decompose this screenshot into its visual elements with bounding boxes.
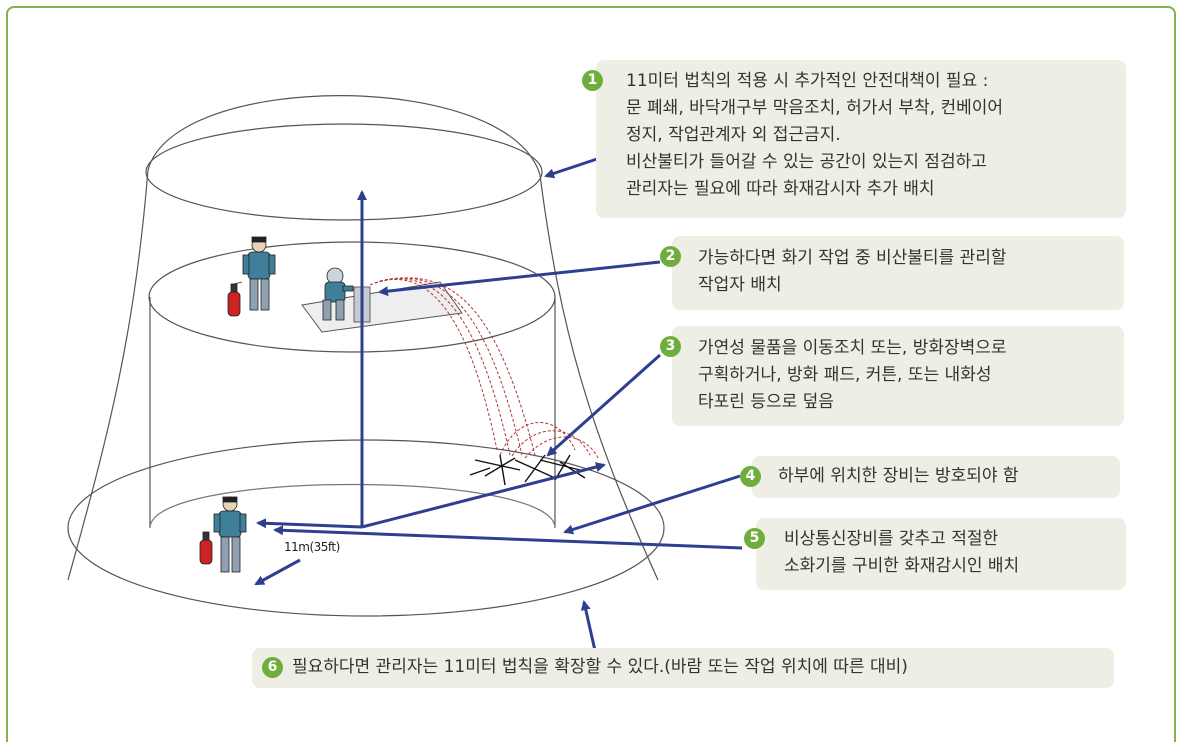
note-1-badge: 1 [582, 70, 603, 91]
note-6-badge: 6 [262, 657, 283, 678]
cylinder-inner-base [149, 483, 556, 529]
figure-frame [6, 6, 1176, 742]
note-5-line-2: 소화기를 구비한 화재감시인 배치 [784, 556, 1020, 576]
callout-arrow-3 [546, 353, 661, 457]
callout-arrow-5 [273, 525, 743, 550]
arrow-front-radius [254, 558, 301, 586]
spark-trajectories [369, 277, 599, 459]
note-3: 3 가연성 물품을 이동조치 또는, 방화장벽으로 구획하거나, 방화 패드, … [660, 326, 1124, 426]
note-5: 5 비상통신장비를 갖추고 적절한 소화기를 구비한 화재감시인 배치 [744, 518, 1126, 590]
note-1: 1 11미터 법칙의 적용 시 추가적인 안전대책이 필요 : 문 폐쇄, 바닥… [582, 60, 1126, 218]
dome-top-ring [145, 123, 543, 221]
callout-arrow-2 [378, 260, 661, 297]
callout-arrow-1 [544, 156, 601, 179]
note-1-line-4: 비산불티가 들어갈 수 있는 공간이 있는지 점검하고 [626, 152, 987, 172]
worker-standing-upper [242, 236, 276, 311]
dome-outline [67, 95, 659, 581]
note-6: 6 필요하다면 관리자는 11미터 법칙을 확장할 수 있다.(바람 또는 작업… [252, 648, 1114, 688]
callout-arrows [273, 156, 743, 656]
note-4: 4 하부에 위치한 장비는 방호되야 함 [740, 456, 1120, 498]
fire-extinguisher-upper [227, 281, 243, 317]
note-2-line-1: 가능하다면 화기 작업 중 비산불티를 관리할 [698, 248, 1007, 268]
ground-floor-ring [67, 439, 665, 617]
note-1-line-5: 관리자는 필요에 따라 화재감시자 추가 배치 [626, 179, 935, 199]
callout-arrow-4 [563, 474, 741, 535]
note-2-line-2: 작업자 배치 [698, 275, 782, 295]
note-1-line-1: 11미터 법칙의 적용 시 추가적인 안전대책이 필요 : [626, 71, 989, 91]
note-5-line-1: 비상통신장비를 갖추고 적절한 [784, 529, 999, 549]
radius-arrows [254, 190, 606, 586]
note-2-badge: 2 [660, 246, 681, 267]
note-2: 2 가능하다면 화기 작업 중 비산불티를 관리할 작업자 배치 [660, 236, 1124, 310]
safety-zone-envelope [67, 95, 665, 617]
note-3-line-1: 가연성 물품을 이동조치 또는, 방화장벽으로 [698, 338, 1007, 358]
distance-label: 11m(35ft) [284, 540, 340, 554]
note-5-badge: 5 [744, 528, 765, 549]
note-1-line-2: 문 폐쇄, 바닥개구부 막음조치, 허가서 부착, 컨베이어 [626, 98, 1004, 118]
note-3-line-2: 구획하거나, 방화 패드, 커튼, 또는 내화성 [698, 365, 992, 385]
note-6-line-1: 필요하다면 관리자는 11미터 법칙을 확장할 수 있다.(바람 또는 작업 위… [292, 657, 908, 677]
note-3-badge: 3 [660, 336, 681, 357]
fire-extinguisher-lower [199, 531, 213, 565]
note-1-line-3: 정지, 작업관계자 외 접근금지. [626, 125, 841, 145]
note-4-badge: 4 [740, 466, 761, 487]
arrow-left-radius [256, 518, 363, 529]
fire-watch-worker [213, 496, 247, 573]
welder-worker [322, 267, 354, 321]
note-4-line-1: 하부에 위치한 장비는 방호되야 함 [778, 466, 1019, 486]
callout-arrow-6 [580, 600, 598, 656]
note-3-line-3: 타포린 등으로 덮음 [698, 392, 834, 412]
spark-burst [469, 454, 586, 486]
arrow-right-radius [361, 462, 606, 529]
